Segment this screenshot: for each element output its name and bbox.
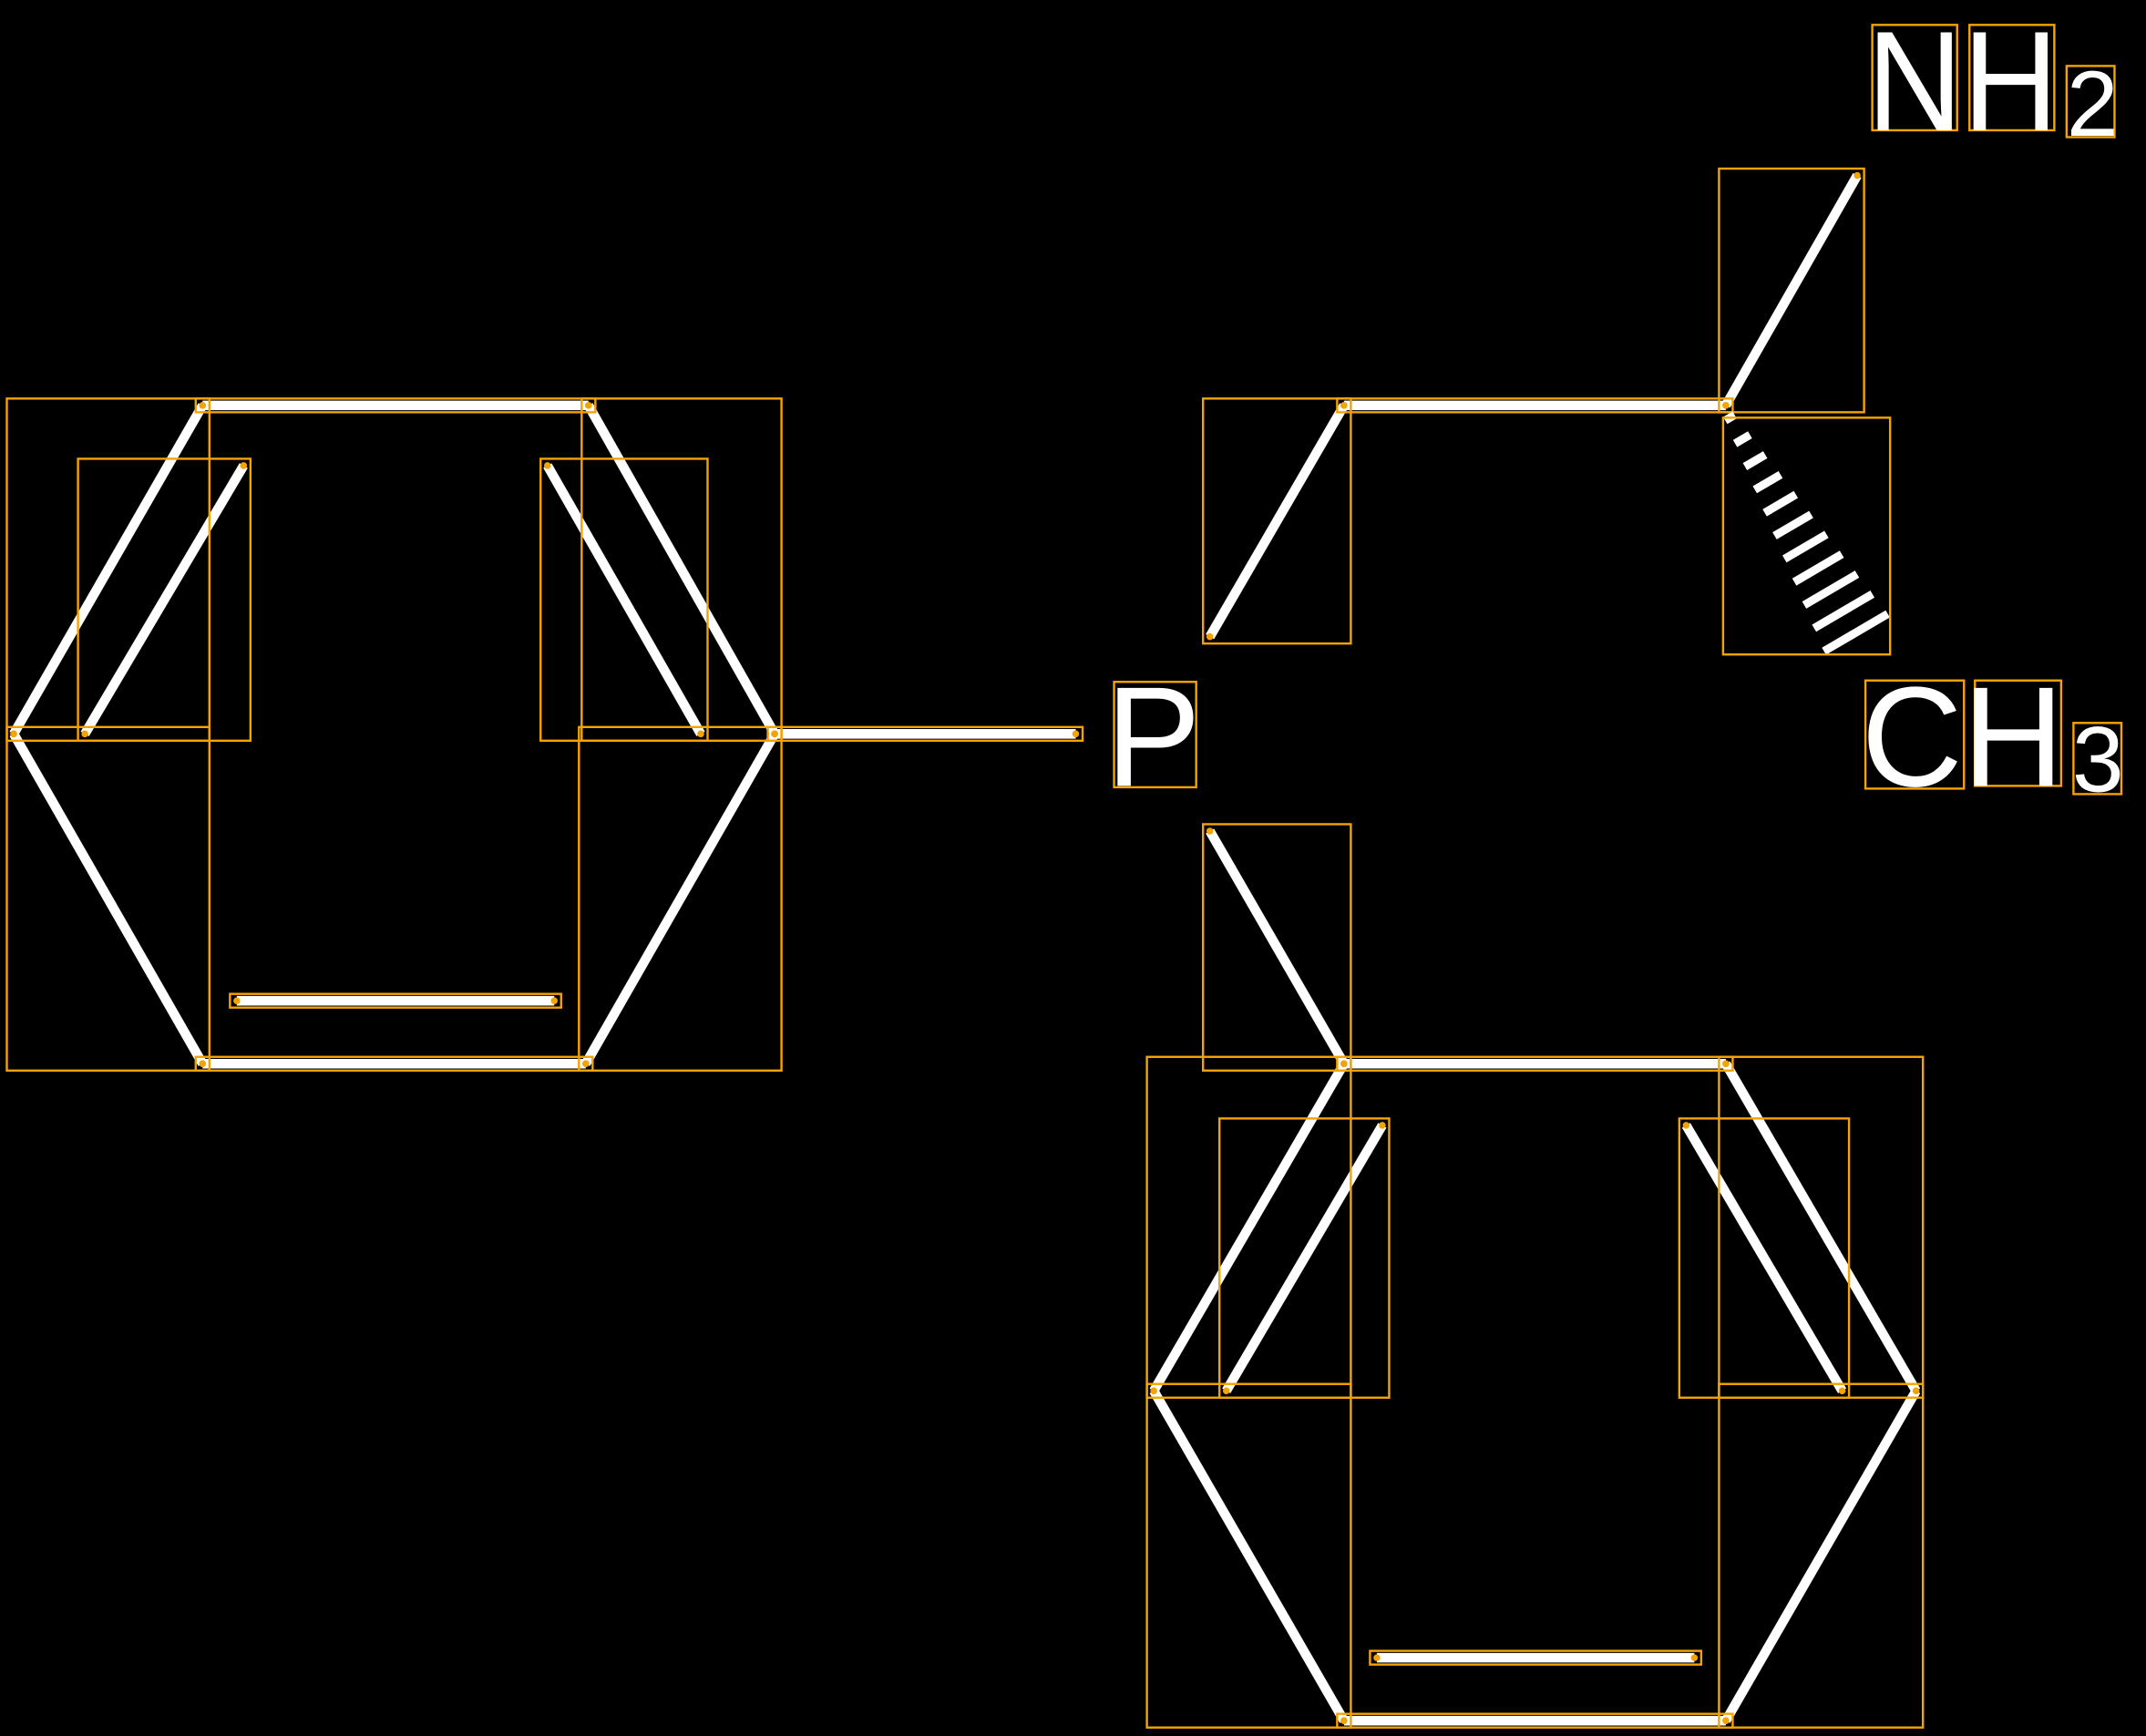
label-box — [1113, 681, 1197, 789]
bond-endpoint — [199, 402, 207, 409]
bond-line — [9, 731, 207, 1066]
phosphorus-label: P — [1106, 658, 1201, 817]
bond-endpoint — [81, 730, 88, 738]
bond-line — [584, 403, 779, 736]
label-box — [1864, 679, 1966, 790]
label-box — [1968, 24, 2056, 132]
bond-endpoint — [1072, 730, 1080, 738]
bond-endpoint — [1206, 827, 1214, 835]
bond-endpoint — [1150, 1387, 1157, 1394]
bond-line — [1149, 1061, 1349, 1393]
hash-mark — [1772, 510, 1813, 539]
label-box — [1974, 679, 2063, 787]
bond-line — [1149, 1388, 1349, 1723]
bond-box — [1336, 397, 1734, 414]
bond-endpoint — [233, 997, 241, 1004]
hash-mark — [1781, 530, 1829, 563]
hash-mark — [1742, 451, 1768, 470]
hash-mark — [1792, 550, 1844, 586]
hash-mark — [1762, 490, 1799, 517]
bond-endpoint — [550, 997, 559, 1004]
bond-box — [1201, 823, 1352, 1072]
bond-line — [9, 403, 207, 736]
label-box — [2072, 722, 2123, 796]
hash-mark — [1822, 610, 1890, 655]
bond-endpoint — [771, 730, 778, 738]
bond-box — [194, 397, 597, 414]
bond-endpoint — [1340, 402, 1348, 409]
bond-box — [1201, 397, 1352, 645]
bond-endpoint — [1340, 1717, 1348, 1724]
amine-subscript: 2 — [2067, 52, 2119, 156]
hashed-wedge-bond — [1721, 411, 1892, 656]
bond-line — [1681, 1123, 1847, 1393]
bond-box — [766, 725, 1084, 743]
label-box — [1871, 24, 1958, 132]
bond-endpoint — [1373, 1654, 1381, 1661]
hash-mark — [1802, 570, 1860, 609]
methyl-subscript: 3 — [2072, 707, 2124, 811]
bond-endpoint — [1912, 1387, 1920, 1394]
bond-endpoint — [10, 730, 17, 738]
bond-box — [1218, 1117, 1391, 1399]
bond-box — [1369, 1649, 1703, 1666]
bond-box — [1145, 1382, 1352, 1729]
bond-endpoint — [544, 462, 551, 469]
methyl-label: CH — [1862, 658, 2064, 817]
wedge-box — [1721, 416, 1892, 656]
annotation-boxes — [5, 167, 1925, 1729]
bond-box — [77, 457, 252, 743]
bond-box — [1718, 167, 1865, 414]
bond-line — [1721, 1061, 1921, 1393]
bond-endpoint — [240, 462, 248, 469]
hash-mark — [1752, 470, 1783, 494]
bond-box — [1336, 1055, 1734, 1072]
bond-endpoint — [585, 402, 592, 409]
hash-mark — [1812, 590, 1875, 632]
bond-endpoint — [1722, 1717, 1730, 1724]
bond-endpoint — [1340, 1060, 1348, 1068]
bond-box — [194, 1055, 594, 1072]
bond-endpoint — [1838, 1387, 1846, 1394]
bond-box — [1678, 1117, 1851, 1399]
amine-label: NH — [1867, 3, 2059, 161]
bond-box — [1718, 1382, 1925, 1729]
bond-line — [80, 463, 248, 736]
bond-box — [5, 725, 210, 1072]
bond-endpoint — [1682, 1122, 1690, 1129]
bond-endpoint — [697, 730, 704, 738]
bond-endpoint — [1379, 1122, 1386, 1129]
bond-endpoint — [1722, 402, 1730, 409]
bond-box — [578, 725, 783, 1072]
bond-line — [1206, 828, 1349, 1066]
bond-line — [581, 731, 779, 1066]
bond-line — [1721, 172, 1862, 408]
bonds — [9, 172, 1921, 1726]
bond-box — [1336, 1712, 1734, 1729]
bond-endpoint — [1690, 1654, 1699, 1661]
bond-endpoint — [1206, 632, 1214, 641]
bond-endpoint — [1222, 1387, 1230, 1394]
bond-line — [1721, 1388, 1921, 1723]
bond-line — [1206, 403, 1349, 640]
bond-endpoint — [582, 1060, 590, 1068]
bond-line — [543, 463, 705, 736]
bond-endpoint — [199, 1060, 207, 1068]
hash-mark — [1732, 431, 1752, 447]
bond-box — [229, 992, 562, 1009]
bond-endpoint — [1853, 171, 1861, 180]
bond-endpoint — [1722, 1060, 1730, 1068]
bond-line — [1222, 1123, 1387, 1393]
bond-box — [539, 457, 709, 743]
label-box — [2065, 65, 2116, 139]
